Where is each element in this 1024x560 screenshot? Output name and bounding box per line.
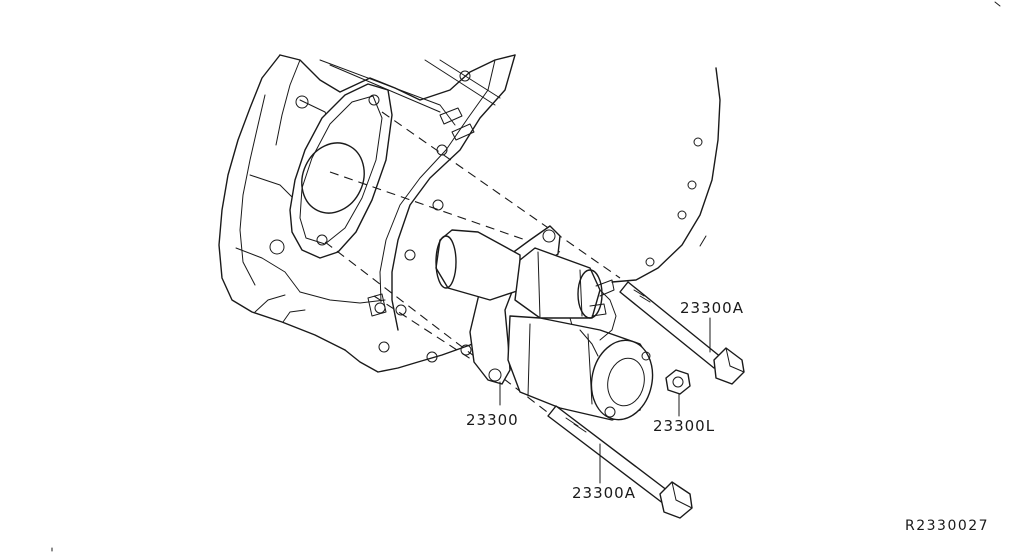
nut	[665, 369, 691, 395]
bolt-upper	[619, 281, 745, 385]
callout-bolt-upper-label: 23300A	[680, 299, 744, 317]
callout-starter-label: 23300	[466, 411, 519, 429]
transmission-housing	[218, 54, 721, 373]
bolt-lower	[547, 405, 693, 519]
callout-bolt-lower-label: 23300A	[572, 484, 636, 502]
starter-motor	[435, 225, 654, 421]
callout-nut-label: 23300L	[653, 417, 716, 435]
leader-lines	[499, 317, 711, 484]
drawing-code: R2330027	[905, 518, 990, 534]
